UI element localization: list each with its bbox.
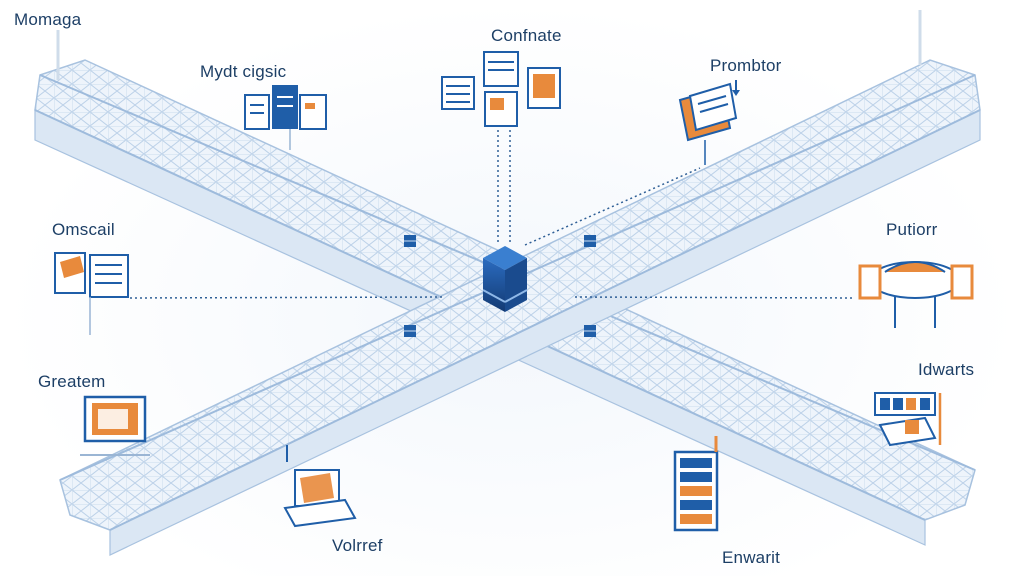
server-cluster-icon[interactable] [244,85,327,150]
label-omscail: Omscail [52,220,115,239]
folder-stack-icon[interactable] [678,80,740,165]
label-putiorr: Putiorr [886,220,938,239]
node-marker-icon [404,235,596,337]
label-enwarit: Enwarit [722,548,781,567]
label-mydt-cigsic: Mydt cigsic [200,62,287,81]
label-momaga: Momaga [14,10,82,29]
gateway-device-icon[interactable] [858,261,974,328]
label-idwarts: Idwarts [918,360,975,379]
laptop-icon[interactable] [283,445,357,528]
label-greatem: Greatem [38,372,106,391]
label-confnate: Confnate [491,26,562,45]
label-prombtor: Prombtor [710,56,782,75]
central-cube-icon[interactable] [482,246,528,312]
monitor-icon[interactable] [80,395,150,456]
label-volrref: Volrref [332,536,383,555]
document-cabinet-icon[interactable] [54,252,129,335]
connector-lines [129,130,856,299]
storage-boxes-icon[interactable] [441,51,561,127]
control-panel-icon[interactable] [874,392,942,447]
server-rack-icon[interactable] [673,436,719,532]
